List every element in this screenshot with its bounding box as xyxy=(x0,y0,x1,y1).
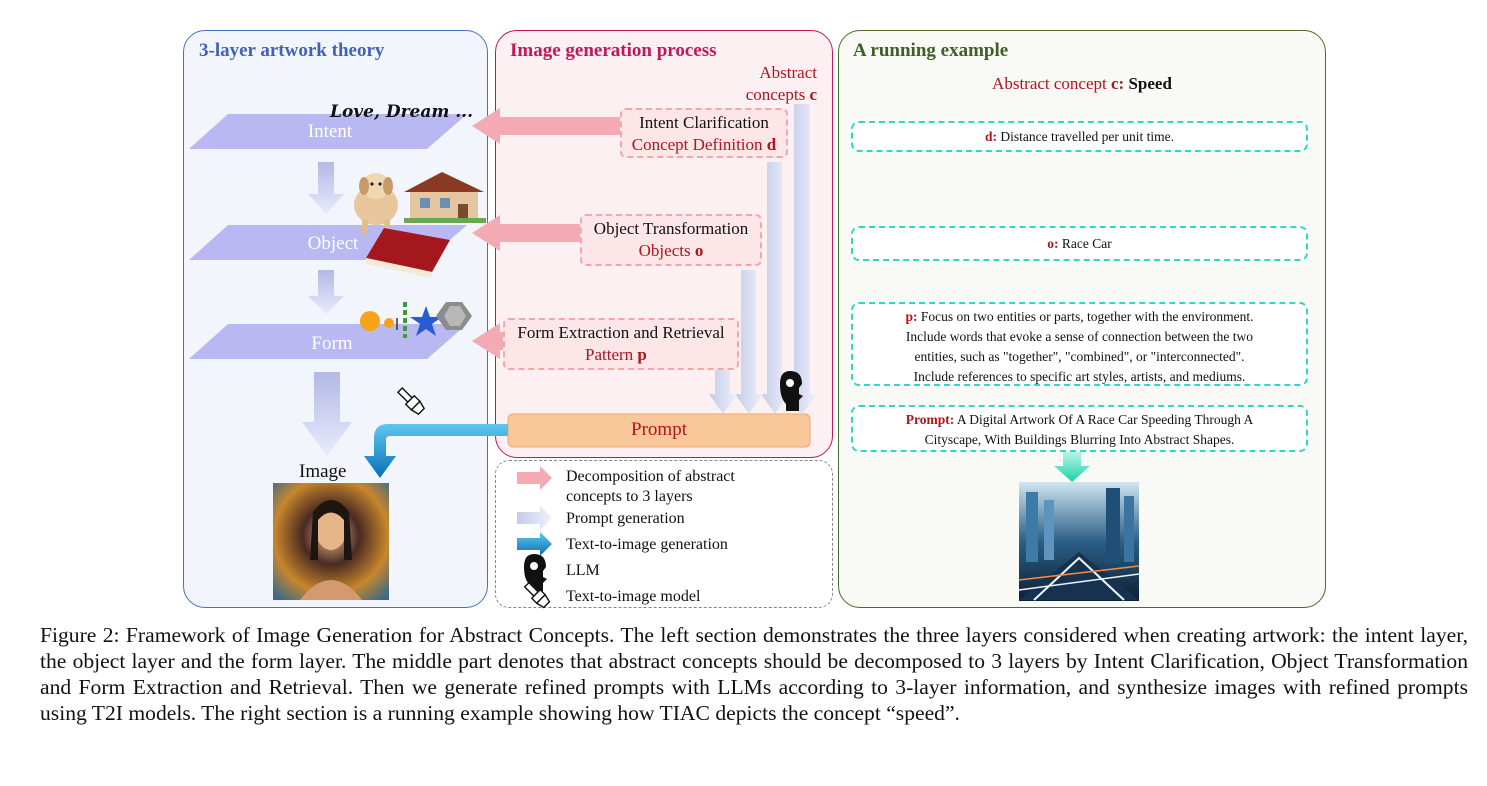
prompt-example-box: Prompt: A Digital Artwork Of A Race Car … xyxy=(851,405,1308,452)
form-extraction-box: Form Extraction and Retrieval Pattern p xyxy=(503,318,739,370)
object-box-title: Object Transformation xyxy=(593,219,749,238)
brush-icon xyxy=(396,386,426,416)
generation-process-title: Image generation process xyxy=(510,40,717,61)
p-line-1: p: Focus on two entities or parts, toget… xyxy=(853,307,1306,327)
intent-example-words: Love, Dream ... xyxy=(330,102,474,122)
prompt-key: Prompt: xyxy=(905,412,955,427)
legend-pink-arrow-icon xyxy=(517,466,552,490)
abstract-concept-line: Abstract concept c: Speed xyxy=(838,74,1326,94)
pattern-box: p: Focus on two entities or parts, toget… xyxy=(851,302,1308,386)
p-line-1-text: Focus on two entities or parts, together… xyxy=(917,309,1254,324)
form-var: p xyxy=(637,345,647,364)
concept-value: Speed xyxy=(1124,74,1172,93)
intent-slab xyxy=(189,114,467,149)
form-layer-label: Form xyxy=(311,333,353,354)
house-icon xyxy=(404,172,486,223)
definition-box: d: Distance travelled per unit time. xyxy=(851,121,1308,152)
intent-var: d xyxy=(766,135,777,154)
prompt-gen-arrow-c xyxy=(787,104,817,414)
abstract-line-2: concepts c xyxy=(745,84,817,106)
legend-prompt-generation: Prompt generation xyxy=(566,510,685,527)
llm-head-icon xyxy=(780,371,803,411)
prompt-line-1-text: A Digital Artwork Of A Race Car Speeding… xyxy=(954,412,1254,427)
down-arrow-intent-object xyxy=(308,162,344,214)
abstract-var: c xyxy=(809,85,817,104)
intent-clarification-box: Intent Clarification Concept Definition … xyxy=(620,108,788,158)
running-example-title: A running example xyxy=(853,40,1009,61)
form-box-sub: Pattern p xyxy=(505,344,737,366)
object-pink-arrow xyxy=(472,215,582,251)
prompt-line-1: Prompt: A Digital Artwork Of A Race Car … xyxy=(853,410,1306,430)
prompt-gen-arrow-o xyxy=(735,270,763,414)
legend-decomposition: Decomposition of abstract concepts to 3 … xyxy=(566,467,735,507)
legend-llm: LLM xyxy=(566,562,600,579)
prompt-gen-arrow-d xyxy=(761,162,789,414)
p-line-4: Include references to specific art style… xyxy=(913,369,1246,384)
intent-layer-label: Intent xyxy=(307,121,353,142)
prompt-label: Prompt xyxy=(631,419,687,440)
concept-var: c: xyxy=(1111,74,1125,93)
d-key: d: xyxy=(985,129,998,144)
legend-llm-icon xyxy=(524,554,547,591)
down-arrow-object-form xyxy=(308,270,344,314)
abstract-line-2-text: concepts xyxy=(745,85,810,104)
legend-panel xyxy=(495,460,833,608)
form-box-sub-text: Pattern xyxy=(585,345,638,364)
form-slab xyxy=(189,324,467,359)
abstract-line-1: Abstract xyxy=(759,63,817,82)
legend-decomp-line-2: concepts to 3 layers xyxy=(566,488,693,505)
intent-pink-arrow xyxy=(472,108,622,144)
object-transformation-box: Object Transformation Objects o xyxy=(580,214,762,266)
concept-prefix: Abstract concept xyxy=(992,74,1111,93)
form-pink-arrow xyxy=(472,323,505,359)
o-key: o: xyxy=(1047,236,1059,251)
down-arrow-form-image xyxy=(302,372,352,456)
image-label: Image xyxy=(299,461,347,482)
generated-portrait-image xyxy=(273,483,389,600)
book-icon xyxy=(366,228,450,278)
object-var: o xyxy=(694,241,704,260)
legend-gray-arrow-icon xyxy=(517,506,552,530)
form-box-title: Form Extraction and Retrieval xyxy=(517,323,725,342)
text-to-image-arrow xyxy=(364,424,508,478)
legend-text-to-image-generation: Text-to-image generation xyxy=(566,536,728,553)
d-text: Distance travelled per unit time. xyxy=(997,129,1174,144)
dog-icon xyxy=(354,173,398,234)
legend-blue-arrow-icon xyxy=(517,532,552,556)
p-line-2: Include words that evoke a sense of conn… xyxy=(905,329,1254,344)
teal-down-arrow xyxy=(1054,452,1090,482)
object-layer-label: Object xyxy=(307,233,359,254)
p-line-3: entities, such as "together", "combined"… xyxy=(914,349,1245,364)
legend-decomp-line-1: Decomposition of abstract xyxy=(566,468,735,485)
prompt-gen-arrow-p xyxy=(709,368,737,414)
artwork-theory-title: 3-layer artwork theory xyxy=(199,40,385,61)
intent-box-title: Intent Clarification xyxy=(639,113,769,132)
abstract-concepts-label: Abstract concepts c xyxy=(745,62,817,106)
intent-box-sub: Concept Definition d xyxy=(622,134,786,156)
form-shapes-icon xyxy=(360,302,472,338)
figure-caption: Figure 2: Framework of Image Generation … xyxy=(40,623,1468,725)
intent-box-sub-text: Concept Definition xyxy=(631,135,767,154)
legend-text-to-image-model: Text-to-image model xyxy=(566,588,701,605)
object-box-sub-text: Objects xyxy=(638,241,695,260)
legend-brush-icon xyxy=(523,581,551,609)
o-text: Race Car xyxy=(1058,236,1112,251)
object-box-sub: Objects o xyxy=(582,240,760,262)
object-box: o: Race Car xyxy=(851,226,1308,261)
race-car-image xyxy=(1018,482,1140,601)
p-key: p: xyxy=(905,309,918,324)
prompt-line-2: Cityscape, With Buildings Blurring Into … xyxy=(924,432,1235,447)
